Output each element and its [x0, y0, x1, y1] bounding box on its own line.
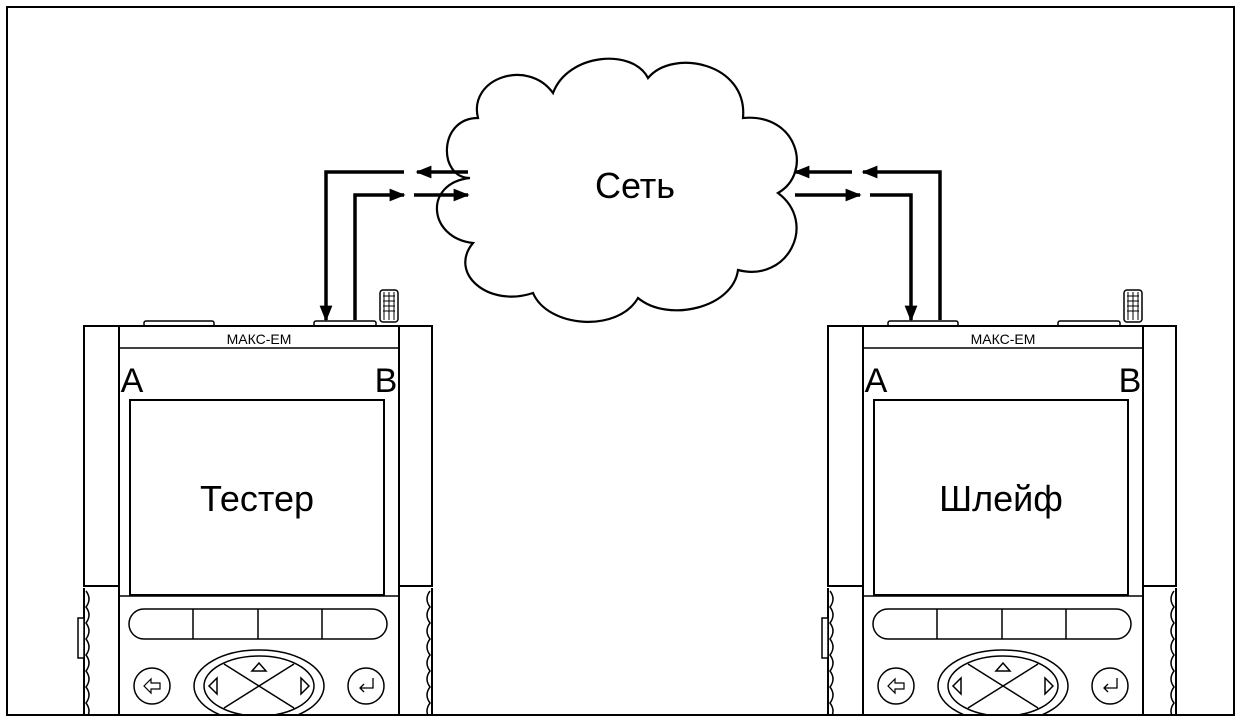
tester-role-label: Тестер	[200, 478, 314, 519]
diagram-canvas: Сеть МАКС-ЕМ A B Тестер МАКС-ЕМ A B Шлей…	[77, 57, 1177, 714]
diagram-frame: Сеть МАКС-ЕМ A B Тестер МАКС-ЕМ A B Шлей…	[6, 6, 1235, 716]
network-cloud	[435, 57, 798, 323]
right-connection	[793, 165, 942, 322]
loopback-role-label: Шлейф	[939, 478, 1063, 519]
loopback-device: МАКС-ЕМ A B Шлейф	[821, 289, 1177, 714]
loopback-port-b: B	[1119, 362, 1142, 400]
tester-device: МАКС-ЕМ A B Тестер	[77, 289, 433, 714]
tester-model-label: МАКС-ЕМ	[227, 331, 292, 347]
tester-port-b: B	[375, 362, 398, 400]
tester-port-a: A	[121, 362, 144, 400]
loopback-model-label: МАКС-ЕМ	[971, 331, 1036, 347]
loopback-port-a: A	[865, 362, 888, 400]
network-label: Сеть	[595, 165, 675, 206]
left-connection	[319, 165, 470, 322]
